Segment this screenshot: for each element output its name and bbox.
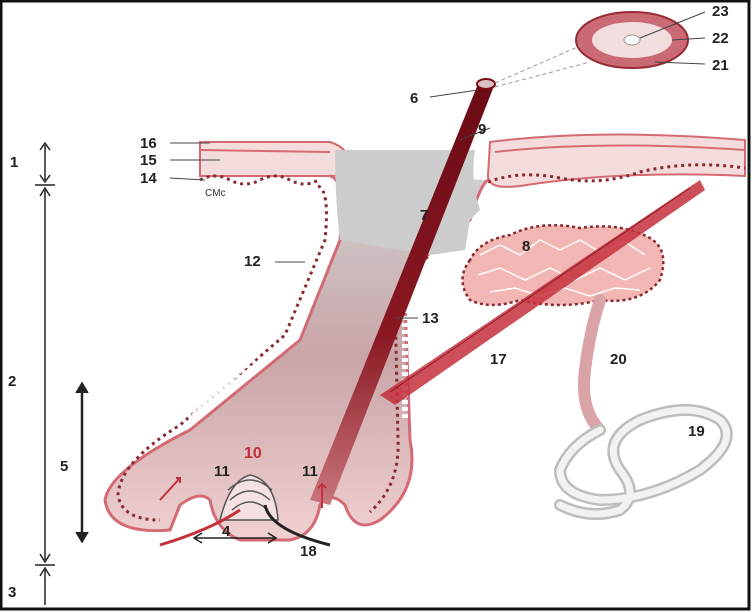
- shaft-tip: [477, 79, 495, 89]
- label-6: 6: [410, 90, 418, 107]
- label-21: 21: [712, 57, 729, 74]
- label-10: 10: [244, 445, 262, 462]
- label-18: 18: [300, 543, 317, 560]
- label-11-right: 11: [302, 463, 318, 480]
- label-7: 7: [420, 207, 428, 224]
- label-2: 2: [8, 373, 16, 390]
- label-12: 12: [244, 253, 261, 270]
- label-8: 8: [522, 238, 530, 255]
- label-17: 17: [490, 351, 507, 368]
- label-9: 9: [478, 121, 486, 138]
- label-14: 14: [140, 170, 157, 187]
- label-19: 19: [688, 423, 705, 440]
- label-13: 13: [422, 310, 439, 327]
- label-11-left: 11: [214, 463, 230, 480]
- shaft-cross-section: [495, 12, 705, 87]
- label-1: 1: [10, 154, 18, 171]
- label-3: 3: [8, 584, 16, 601]
- label-16: 16: [140, 135, 157, 152]
- label-22: 22: [712, 30, 729, 47]
- label-23: 23: [712, 3, 729, 20]
- label-5: 5: [60, 458, 68, 475]
- label-4: 4: [222, 523, 231, 540]
- label-15: 15: [140, 152, 157, 169]
- label-cmc: CMc: [205, 188, 226, 199]
- sweat-gland: [560, 300, 727, 514]
- label-20: 20: [610, 351, 627, 368]
